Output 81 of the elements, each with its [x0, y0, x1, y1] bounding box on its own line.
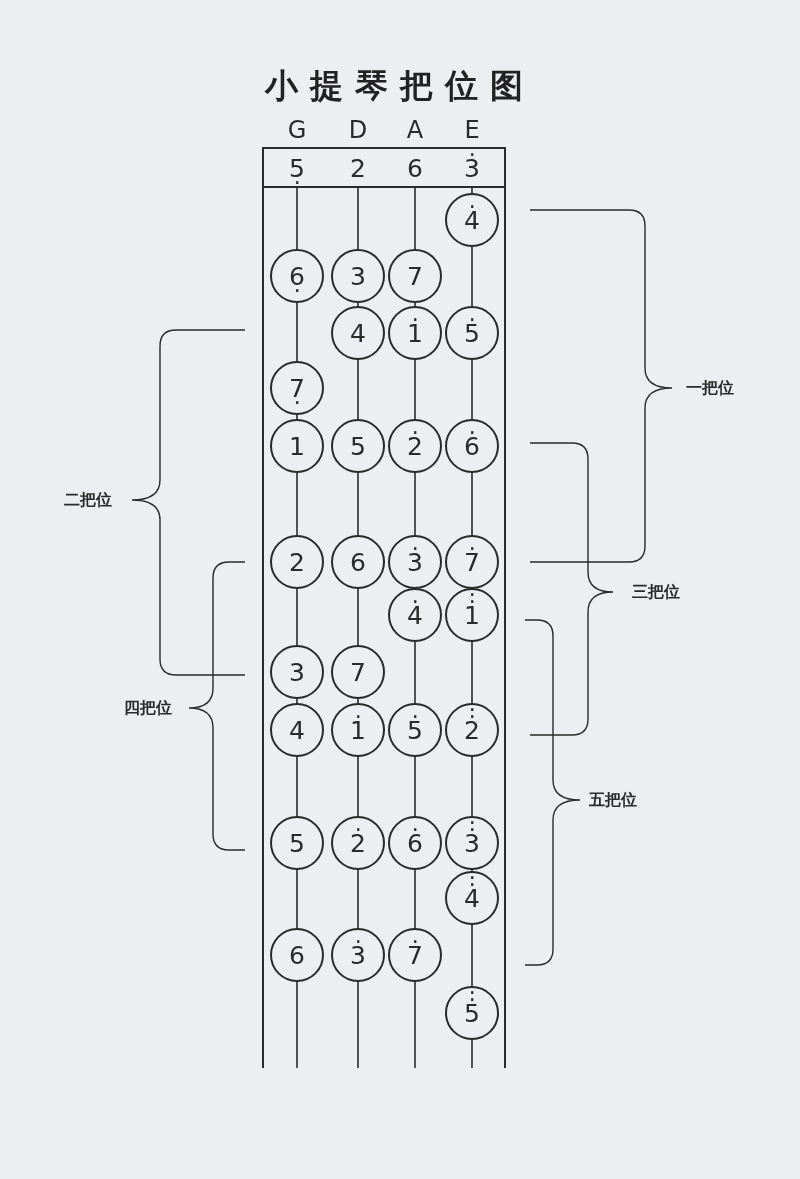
position-label: 二把位	[64, 492, 112, 508]
note-circle	[270, 928, 324, 982]
note-number: 4	[289, 714, 305, 747]
note-number: 4̇	[407, 599, 423, 632]
note-circle	[331, 645, 385, 699]
note-number: 1̇	[407, 317, 423, 350]
string-name: E	[464, 118, 480, 142]
note-number: 2̇̇	[464, 706, 480, 754]
note-number: 4	[350, 317, 366, 350]
note-number: 1	[289, 430, 305, 463]
note-number: 4̇̇	[464, 874, 480, 922]
note-number: 3̇	[407, 546, 423, 579]
note-circle	[445, 193, 499, 247]
note-circle	[331, 703, 385, 757]
note-circle	[445, 588, 499, 642]
note-number: 5	[350, 430, 366, 463]
note-circle	[270, 703, 324, 757]
note-number: 5̇	[464, 317, 480, 350]
note-number: 7	[407, 260, 423, 293]
note-circle	[331, 419, 385, 473]
note-circle	[388, 419, 442, 473]
position-label: 一把位	[686, 380, 734, 396]
string-name: A	[406, 118, 424, 142]
note-circle	[388, 306, 442, 360]
note-circle	[445, 816, 499, 870]
note-number: 6	[289, 939, 305, 972]
note-number: 3	[350, 260, 366, 293]
note-number: 2	[289, 546, 305, 579]
note-circle	[445, 419, 499, 473]
note-circle	[388, 928, 442, 982]
note-number: 7̇	[407, 939, 423, 972]
note-number: 7̣	[289, 372, 305, 406]
note-circle	[331, 535, 385, 589]
note-number: 7	[350, 656, 366, 689]
note-number: 5̇	[407, 714, 423, 747]
open-string-note: 5̣	[289, 152, 305, 186]
note-number: 7̇	[464, 546, 480, 579]
note-number: 2̇	[350, 827, 366, 860]
position-label: 四把位	[124, 700, 172, 716]
diagram-title: 小提琴把位图	[265, 66, 535, 105]
string-name: G	[287, 118, 307, 142]
note-circle	[331, 816, 385, 870]
note-circle	[270, 816, 324, 870]
note-number: 5̇̇	[464, 989, 480, 1037]
note-circle	[445, 535, 499, 589]
note-number: 3̇	[350, 939, 366, 972]
position-label: 五把位	[589, 792, 637, 808]
open-string-note: 2	[350, 152, 366, 185]
note-circle	[445, 986, 499, 1040]
open-string-note: 3̇	[464, 152, 480, 185]
note-number: 1̇	[350, 714, 366, 747]
note-number: 6̣	[289, 260, 305, 294]
note-number: 6̇	[407, 827, 423, 860]
note-number: 1̇̇	[464, 591, 480, 639]
note-circle	[388, 249, 442, 303]
note-number: 3	[289, 656, 305, 689]
position-label: 三把位	[632, 584, 680, 600]
note-circle	[445, 871, 499, 925]
note-circle	[445, 306, 499, 360]
note-circle	[270, 361, 324, 415]
note-number: 6	[350, 546, 366, 579]
note-circle	[270, 535, 324, 589]
note-circle	[331, 928, 385, 982]
note-circle	[270, 645, 324, 699]
note-number: 6̇	[464, 430, 480, 463]
note-circle	[270, 419, 324, 473]
note-circle	[388, 816, 442, 870]
note-number: 4̇	[464, 204, 480, 237]
note-number: 5	[289, 827, 305, 860]
note-circle	[388, 703, 442, 757]
note-number: 3̇̇	[464, 819, 480, 867]
note-circle	[270, 249, 324, 303]
note-circle	[331, 306, 385, 360]
nut-box	[262, 147, 506, 188]
string-name: D	[348, 118, 368, 142]
open-string-note: 6	[407, 152, 423, 185]
note-circle	[331, 249, 385, 303]
note-circle	[388, 588, 442, 642]
note-circle	[445, 703, 499, 757]
note-number: 2̇	[407, 430, 423, 463]
note-circle	[388, 535, 442, 589]
